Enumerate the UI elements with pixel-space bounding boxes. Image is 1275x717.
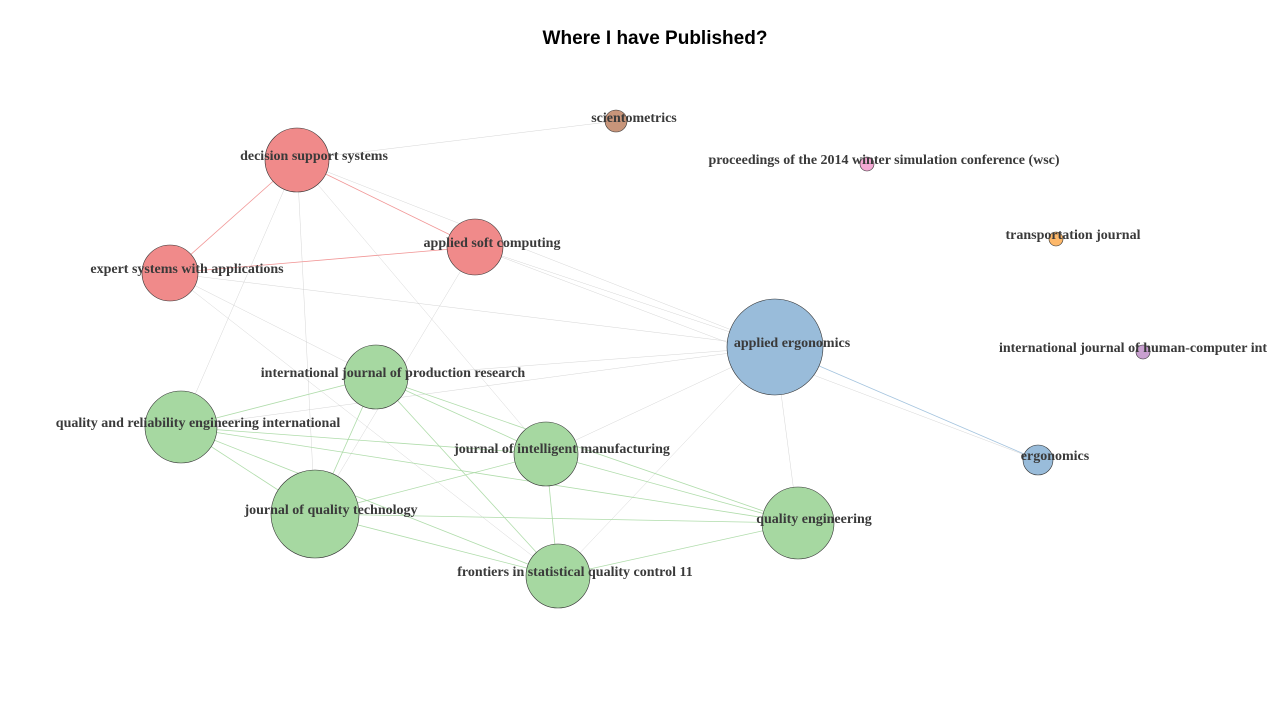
node-asc <box>446 218 504 276</box>
node-label-eswa: expert systems with applications <box>90 262 284 277</box>
edge-dss-qrei <box>180 159 298 428</box>
edge-ae-fsqc <box>557 346 776 577</box>
node-ergonomics <box>1022 444 1054 476</box>
edge-jim-qe <box>545 453 799 524</box>
edge-dss-scientometrics <box>296 120 617 161</box>
node-label-fsqc: frontiers in statistical quality control… <box>457 565 693 580</box>
node-label-scientometrics: scientometrics <box>591 111 677 126</box>
node-eswa <box>141 244 199 302</box>
edge-ae-ijpr <box>375 346 776 378</box>
edge-dss-ae <box>296 159 776 348</box>
node-label-jim: journal of intelligent manufacturing <box>453 442 670 457</box>
node-qe <box>761 486 835 560</box>
node-ijpr <box>343 344 409 410</box>
node-label-qe: quality engineering <box>756 512 872 527</box>
node-label-dss: decision support systems <box>240 149 388 164</box>
edge-qrei-fsqc <box>180 426 559 577</box>
edge-qrei-qe <box>180 426 799 524</box>
edge-qrei-jim <box>180 426 547 455</box>
node-ijhci <box>1135 344 1151 360</box>
label-layer: decision support systems applied soft com… <box>56 111 1268 580</box>
node-wsc <box>859 156 875 172</box>
edge-qe-fsqc <box>557 522 799 577</box>
node-dss <box>264 127 330 193</box>
node-label-asc: applied soft computing <box>424 236 561 251</box>
page-title: Where I have Published? <box>542 28 768 49</box>
edge-dss-jim <box>296 159 547 455</box>
node-layer <box>141 109 1151 609</box>
edge-jqt-qe <box>314 513 799 524</box>
node-ae <box>726 298 824 396</box>
node-label-ae: applied ergonomics <box>734 336 851 351</box>
node-scientometrics <box>604 109 628 133</box>
node-label-tj: transportation journal <box>1006 228 1141 243</box>
node-qrei <box>144 390 218 464</box>
node-fsqc <box>525 543 591 609</box>
node-label-qrei: quality and reliability engineering inte… <box>56 416 341 431</box>
node-label-wsc: proceedings of the 2014 winter simulatio… <box>708 153 1059 168</box>
edge-ae-qrei <box>180 346 776 428</box>
node-label-ijhci: international journal of human-computer … <box>999 341 1267 356</box>
edge-asc-eswa <box>169 246 476 274</box>
node-jim <box>513 421 579 487</box>
edge-eswa-fsqc <box>169 272 559 577</box>
edge-eswa-ae <box>169 272 776 348</box>
node-label-jqt: journal of quality technology <box>243 503 417 518</box>
node-jqt <box>270 469 360 559</box>
edge-asc-ae <box>474 246 776 348</box>
edge-ijpr-qe <box>375 376 799 524</box>
node-tj <box>1048 231 1064 247</box>
node-label-ergonomics: ergonomics <box>1021 449 1090 464</box>
node-label-ijpr: international journal of production rese… <box>261 366 526 381</box>
edge-dss-jqt <box>296 159 316 515</box>
edge-ijpr-fsqc <box>375 376 559 577</box>
edge-eswa-ijpr <box>169 272 377 378</box>
edge-dss-asc <box>296 159 476 248</box>
